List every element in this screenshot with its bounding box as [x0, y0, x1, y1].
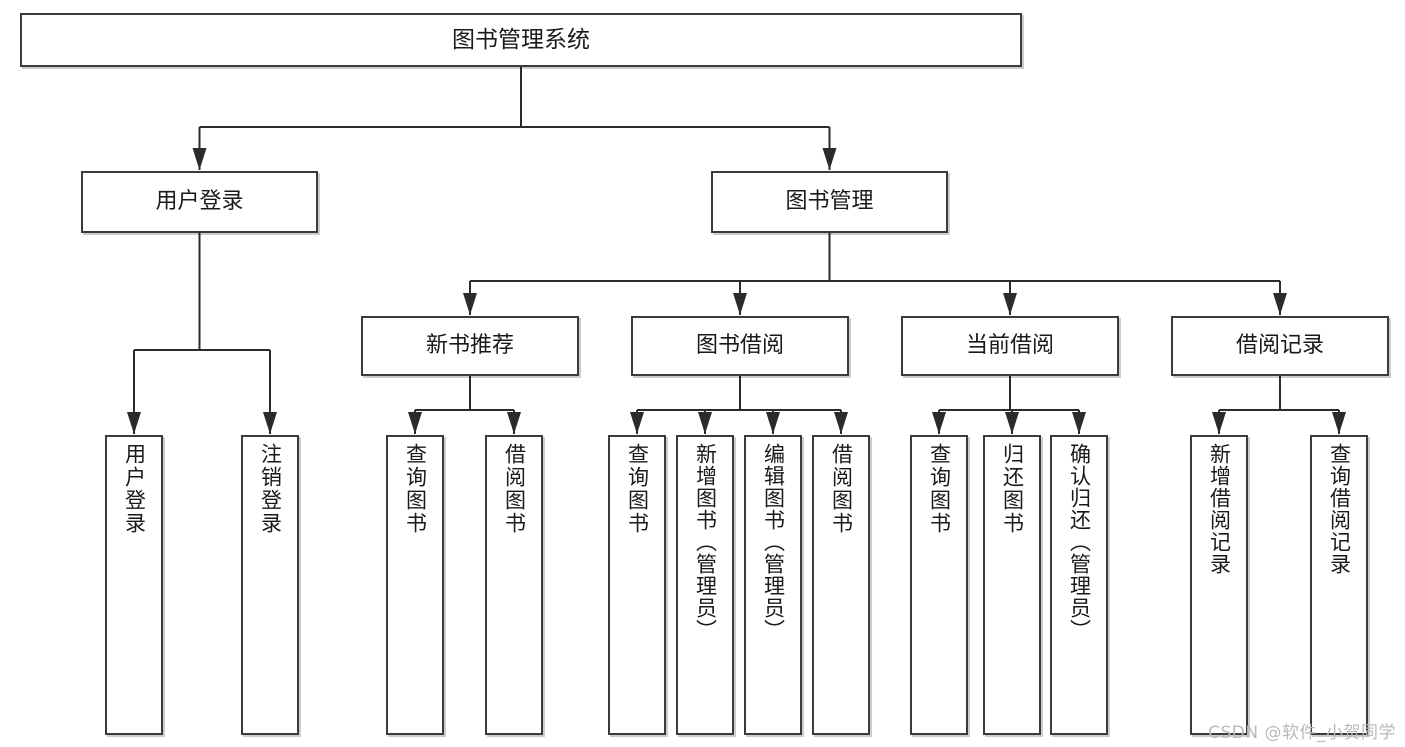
node-leaf-1[interactable]: 用户登录 — [105, 435, 163, 735]
node-book-borrow[interactable]: 图书借阅 — [631, 316, 849, 376]
node-leaf-4[interactable]: 借阅图书 — [485, 435, 543, 735]
node-leaf-5[interactable]: 查询图书 — [608, 435, 666, 735]
edge-arrowhead — [127, 412, 141, 434]
node-label: 图书管理 — [785, 189, 874, 215]
edge-arrowhead — [698, 412, 712, 434]
node-leaf-6[interactable]: 新增图书（管理员） — [676, 435, 734, 735]
node-label: 借阅记录 — [1235, 333, 1324, 359]
node-label: 图书管理系统 — [452, 26, 590, 53]
node-label: 查询图书 — [403, 443, 428, 535]
node-leaf-7[interactable]: 编辑图书（管理员） — [744, 435, 802, 735]
node-leaf-3[interactable]: 查询图书 — [386, 435, 444, 735]
node-label: 归还图书 — [1000, 443, 1025, 535]
edge-arrowhead — [1005, 412, 1019, 434]
edge-arrowhead — [1072, 412, 1086, 434]
edge-arrowhead — [932, 412, 946, 434]
node-label: 查询借阅记录 — [1327, 443, 1352, 575]
edge-arrowhead — [822, 148, 837, 170]
node-label: 当前借阅 — [965, 333, 1054, 359]
node-leaf-12[interactable]: 新增借阅记录 — [1190, 435, 1248, 735]
node-label: 借阅图书 — [502, 443, 527, 535]
edge-arrowhead — [1332, 412, 1346, 434]
edge-arrowhead — [766, 412, 780, 434]
node-borrow-record[interactable]: 借阅记录 — [1171, 316, 1389, 376]
edge-arrowhead — [733, 293, 747, 315]
node-book-manage[interactable]: 图书管理 — [711, 171, 948, 233]
edge-arrowhead — [1212, 412, 1226, 434]
node-leaf-11[interactable]: 确认归还（管理员） — [1050, 435, 1108, 735]
node-label: 新增借阅记录 — [1207, 443, 1232, 575]
watermark: CSDN @软件_小贺同学 — [1208, 723, 1396, 743]
node-label: 新增图书（管理员） — [693, 443, 718, 641]
edge-arrowhead — [630, 412, 644, 434]
node-leaf-10[interactable]: 归还图书 — [983, 435, 1041, 735]
node-label: 确认归还（管理员） — [1067, 443, 1092, 641]
node-label: 借阅图书 — [829, 443, 854, 535]
node-label: 查询图书 — [927, 443, 952, 535]
edge-arrowhead — [463, 293, 477, 315]
node-label: 图书借阅 — [695, 333, 784, 359]
node-label: 编辑图书（管理员） — [761, 443, 786, 641]
node-leaf-13[interactable]: 查询借阅记录 — [1310, 435, 1368, 735]
node-label: 新书推荐 — [425, 333, 514, 359]
edge-arrowhead — [1003, 293, 1017, 315]
edge-arrowhead — [834, 412, 848, 434]
node-leaf-8[interactable]: 借阅图书 — [812, 435, 870, 735]
node-current-borrow[interactable]: 当前借阅 — [901, 316, 1119, 376]
edge-arrowhead — [1273, 293, 1287, 315]
node-label: 注销登录 — [258, 443, 283, 535]
node-label: 用户登录 — [122, 443, 147, 535]
edge-arrowhead — [192, 148, 207, 170]
node-label: 查询图书 — [625, 443, 650, 535]
node-root[interactable]: 图书管理系统 — [20, 13, 1022, 67]
node-label: 用户登录 — [155, 189, 244, 215]
edge-arrowhead — [263, 412, 277, 434]
node-user-login[interactable]: 用户登录 — [81, 171, 318, 233]
node-leaf-9[interactable]: 查询图书 — [910, 435, 968, 735]
edge-arrowhead — [507, 412, 521, 434]
edge-arrowhead — [408, 412, 422, 434]
node-leaf-2[interactable]: 注销登录 — [241, 435, 299, 735]
node-new-book-rec[interactable]: 新书推荐 — [361, 316, 579, 376]
